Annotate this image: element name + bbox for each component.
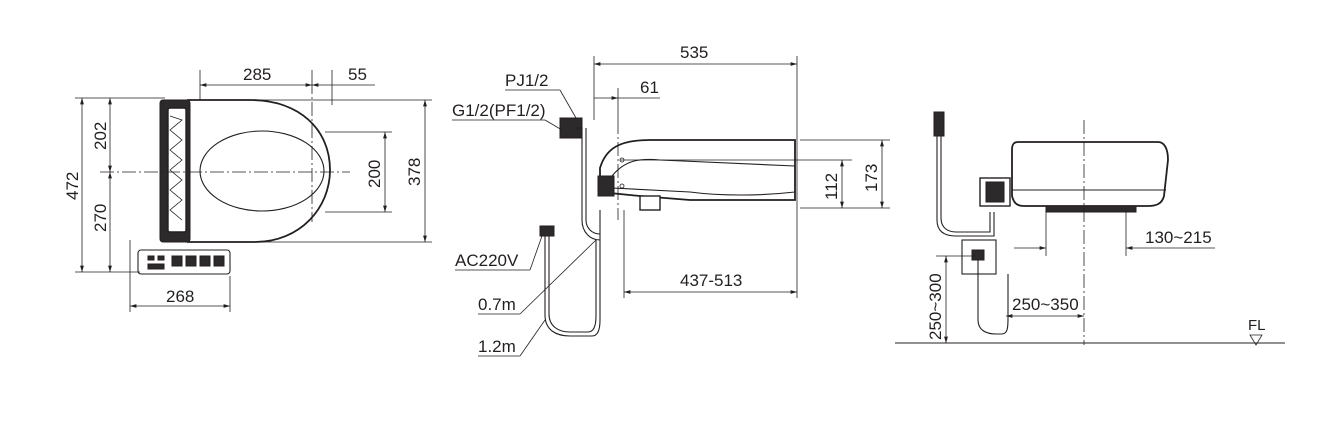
dim-437-513: 437-513	[680, 271, 742, 290]
dim-173: 173	[862, 164, 881, 192]
dim-112: 112	[822, 173, 841, 200]
dim-250-300: 250~300	[926, 273, 945, 340]
dim-200: 200	[365, 160, 384, 188]
dim-535: 535	[680, 43, 708, 62]
label-ac220v: AC220V	[455, 251, 519, 270]
outlet-box	[961, 239, 997, 275]
seat-outline	[187, 99, 331, 243]
remote-control	[137, 249, 231, 275]
label-12m: 1.2m	[478, 337, 516, 356]
seat-front-body	[1011, 141, 1169, 207]
dim-268: 268	[166, 287, 194, 306]
seat-side-body	[599, 139, 796, 201]
label-g: G1/2(PF1/2)	[452, 101, 546, 120]
dim-130-215: 130~215	[1145, 228, 1212, 247]
dim-202: 202	[91, 122, 110, 150]
dim-61: 61	[640, 78, 659, 97]
label-pj: PJ1/2	[505, 71, 548, 90]
label-07m: 0.7m	[478, 295, 516, 314]
dim-270: 270	[91, 204, 110, 232]
front-view: FL 130~215 250~300 250~350	[895, 111, 1285, 346]
top-view: 285 55 472 202 270 200 378 268	[63, 65, 432, 312]
bowl-opening	[199, 130, 325, 212]
dim-285: 285	[243, 65, 271, 84]
valve	[933, 111, 945, 137]
dim-55: 55	[348, 65, 367, 84]
dim-378: 378	[405, 158, 424, 186]
dim-250-350: 250~350	[1012, 295, 1079, 314]
dim-472: 472	[63, 172, 82, 200]
side-view: 535 61 PJ1/2 G1/2(PF1/2) 112 173 AC220V …	[452, 43, 890, 357]
label-fl: FL	[1248, 317, 1266, 334]
